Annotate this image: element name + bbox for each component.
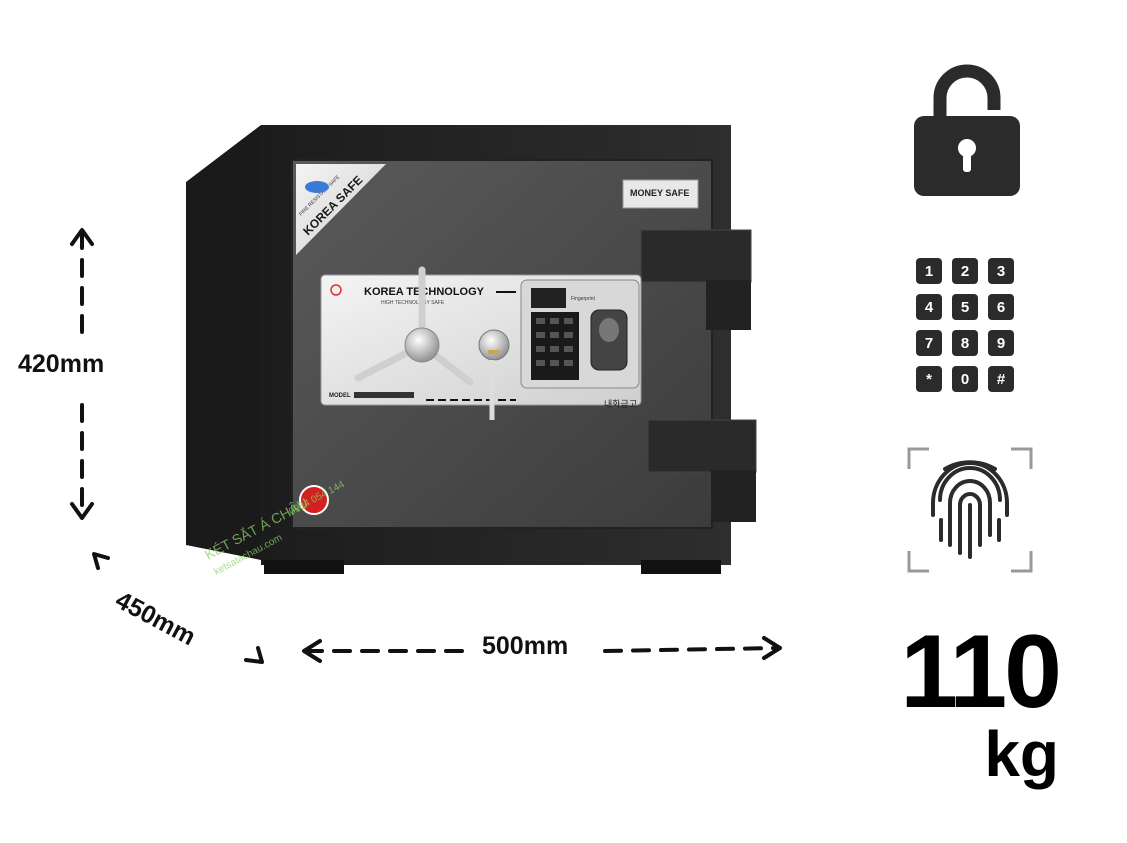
keypad-key-star: * <box>916 366 942 392</box>
key-lock <box>478 329 510 420</box>
keypad-key-5: 5 <box>952 294 978 320</box>
fingerprint-icon <box>907 447 1033 573</box>
model-label: MODEL <box>329 393 351 399</box>
keypad-key-9: 9 <box>988 330 1014 356</box>
korean-text: 내화금고 <box>604 399 637 409</box>
width-dimension-label: 500mm <box>478 632 573 661</box>
height-dimension-label: 420mm <box>18 350 105 379</box>
keypad-key-7: 7 <box>916 330 942 356</box>
fingerprint-module-label: Fingerprint <box>571 296 596 302</box>
keypad-key-3: 3 <box>988 258 1014 284</box>
weight-unit: kg <box>984 718 1059 790</box>
weight-value: 110 <box>900 614 1062 730</box>
keypad-key-4: 4 <box>916 294 942 320</box>
padlock-icon <box>914 64 1020 196</box>
safe-image: KOREA SAFE FIRE RESISTANT SAFE MONEY SAF… <box>186 125 757 578</box>
money-safe-label: MONEY SAFE <box>630 188 689 198</box>
keypad-key-1: 1 <box>916 258 942 284</box>
keypad-key-6: 6 <box>988 294 1014 320</box>
keypad-key-hash: # <box>988 366 1014 392</box>
keypad-icon: 1 2 3 4 5 6 7 8 9 * 0 # <box>912 256 1022 392</box>
keypad-key-2: 2 <box>952 258 978 284</box>
panel-subtext: HIGH TECHNOLOGY SAFE <box>381 300 445 306</box>
handle-dial <box>354 266 474 386</box>
keypad-key-0: 0 <box>952 366 978 392</box>
keypad-key-8: 8 <box>952 330 978 356</box>
